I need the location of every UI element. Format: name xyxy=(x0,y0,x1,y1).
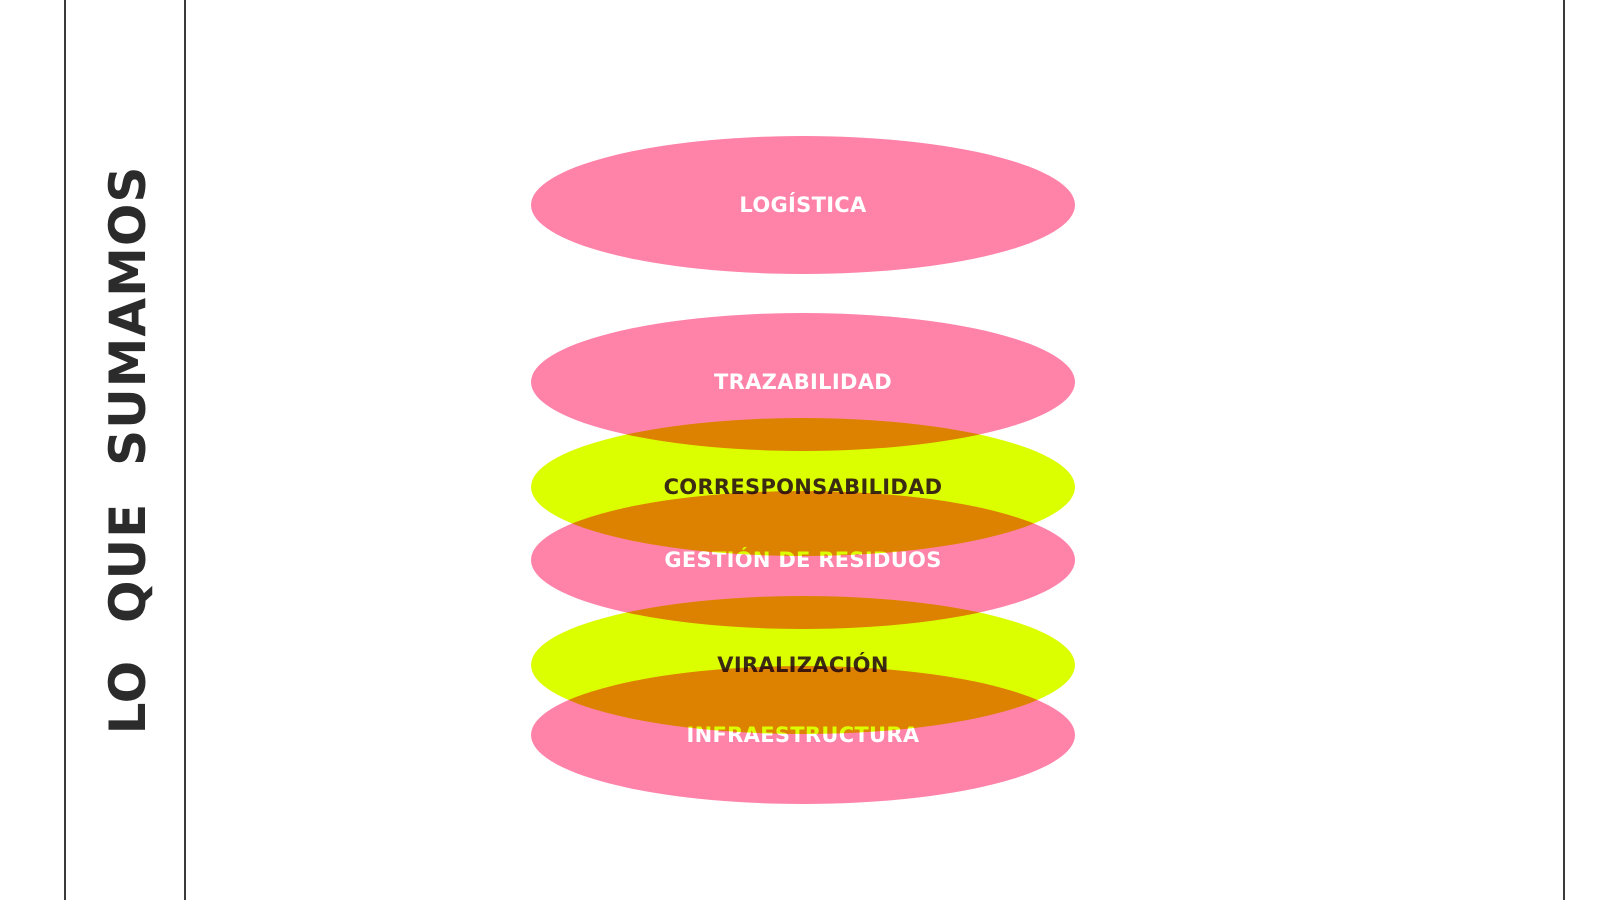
layer-label: LOGÍSTICA xyxy=(739,193,867,217)
title-divider-line xyxy=(184,0,186,900)
layer-trazabilidad: TRAZABILIDAD xyxy=(531,313,1075,451)
layer-logistica: LOGÍSTICA xyxy=(531,136,1075,274)
layer-corresponsabilidad: CORRESPONSABILIDAD xyxy=(531,418,1075,556)
layer-label: TRAZABILIDAD xyxy=(714,370,892,394)
layer-label: VIRALIZACIÓN xyxy=(717,653,889,677)
left-border-line xyxy=(64,0,66,900)
layer-label: CORRESPONSABILIDAD xyxy=(663,475,943,499)
layer-viralizacion: VIRALIZACIÓN xyxy=(531,596,1075,734)
right-border-line xyxy=(1563,0,1565,900)
